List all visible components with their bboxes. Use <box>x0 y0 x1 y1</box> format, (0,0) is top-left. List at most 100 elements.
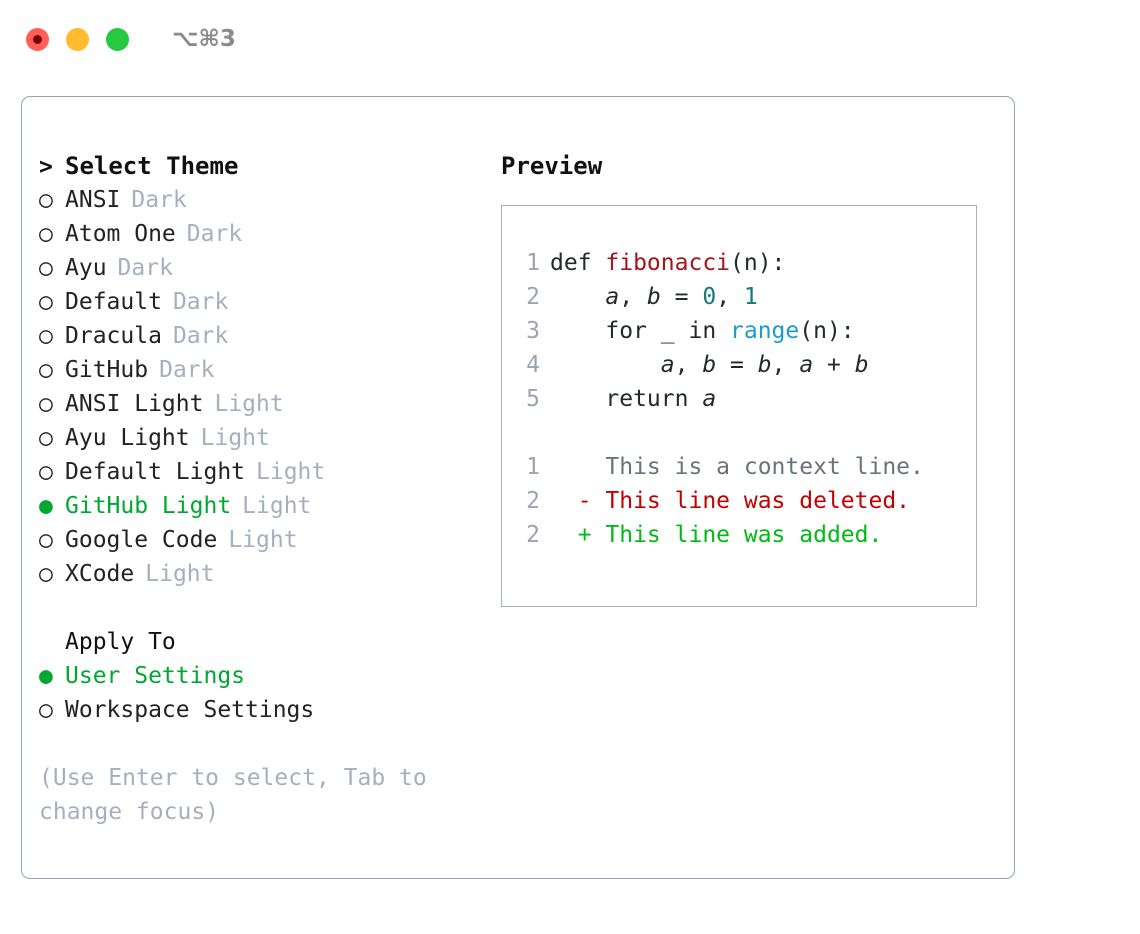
line-number: 1 <box>526 454 540 480</box>
line-number: 2 <box>526 284 540 310</box>
line-number: 5 <box>526 386 540 412</box>
theme-name-label: ANSI Light <box>65 391 204 417</box>
theme-name-label: Ayu <box>65 255 107 281</box>
code-token: b <box>646 284 661 310</box>
radio-unselected-icon[interactable]: ○ <box>39 561 53 587</box>
code-line-text: return a <box>550 382 716 416</box>
code-token: range <box>730 318 800 344</box>
radio-unselected-icon[interactable]: ○ <box>39 255 53 281</box>
code-token: b <box>757 352 772 378</box>
maximize-button[interactable] <box>106 27 129 51</box>
theme-list-item[interactable]: ○ Default Light Light <box>39 455 479 489</box>
close-button[interactable] <box>26 27 49 51</box>
code-token: a <box>799 352 814 378</box>
diff-line: 2 - This line was deleted. <box>514 484 970 518</box>
prompt-icon: > <box>39 154 53 180</box>
theme-kind-badge: Dark <box>186 221 243 247</box>
apply-to-list: ● User Settings ○Workspace Settings <box>39 659 479 727</box>
radio-selected-icon[interactable]: ● <box>39 663 53 689</box>
code-line-text: a, b = b, a + b <box>550 348 869 382</box>
code-token <box>550 352 661 378</box>
code-token: 0 <box>702 284 717 310</box>
code-token: fibonacci <box>605 250 731 276</box>
keyboard-shortcut-label: ⌥⌘3 <box>172 26 236 52</box>
minimize-button[interactable] <box>66 27 89 51</box>
code-token: return <box>550 386 703 412</box>
section-spacer <box>39 591 479 625</box>
theme-kind-badge: Dark <box>172 323 229 349</box>
line-number: 1 <box>526 250 540 276</box>
keyboard-hint: (Use Enter to select, Tab to change focu… <box>39 765 427 825</box>
code-line: 1 def fibonacci(n): <box>514 246 970 280</box>
line-number: 4 <box>526 352 540 378</box>
code-token: = <box>716 352 758 378</box>
theme-name-label: XCode <box>65 561 135 587</box>
apply-to-option[interactable]: ○Workspace Settings <box>39 693 479 727</box>
apply-to-header: Apply To <box>65 629 176 655</box>
theme-kind-badge: Light <box>256 459 326 485</box>
radio-unselected-icon[interactable]: ○ <box>39 697 53 723</box>
radio-selected-icon[interactable]: ● <box>39 493 53 519</box>
radio-unselected-icon[interactable]: ○ <box>39 323 53 349</box>
theme-kind-badge: Dark <box>117 255 173 281</box>
theme-list-item[interactable]: ○ Ayu Dark <box>39 251 479 285</box>
code-line: 5 return a <box>514 382 970 416</box>
code-token: a <box>605 284 620 310</box>
theme-list-item[interactable]: ○ Google Code Light <box>39 523 479 557</box>
select-theme-header: > Select Theme <box>39 149 479 183</box>
theme-kind-badge: Light <box>200 425 270 451</box>
apply-to-option[interactable]: ● User Settings <box>39 659 479 693</box>
radio-unselected-icon[interactable]: ○ <box>39 425 53 451</box>
preview-title: Preview <box>501 152 603 180</box>
radio-unselected-icon[interactable]: ○ <box>39 187 53 213</box>
theme-list-item[interactable]: ○ Ayu Light Light <box>39 421 479 455</box>
diff-line-text: This is a context line. <box>550 454 924 480</box>
apply-to-label: User Settings <box>65 663 246 689</box>
code-token: b <box>854 352 869 378</box>
radio-unselected-icon[interactable]: ○ <box>39 221 53 247</box>
diff-line-text: + This line was added. <box>550 522 883 548</box>
theme-kind-badge: Light <box>228 527 298 553</box>
code-token: a <box>660 352 675 378</box>
code-token: for _ in <box>550 318 731 344</box>
theme-kind-badge: Light <box>214 391 284 417</box>
code-line-text: a, b = 0, 1 <box>550 280 757 314</box>
radio-unselected-icon[interactable]: ○ <box>39 527 53 553</box>
diff-line: 2 + This line was added. <box>514 518 970 552</box>
page-title: Select Theme <box>65 152 239 180</box>
radio-unselected-icon[interactable]: ○ <box>39 391 53 417</box>
code-line-text: def fibonacci(n): <box>550 246 785 280</box>
line-number: 3 <box>526 318 540 344</box>
code-token: , <box>716 284 744 310</box>
radio-unselected-icon[interactable]: ○ <box>39 459 53 485</box>
code-token: (n): <box>799 318 855 344</box>
code-token: b <box>702 352 717 378</box>
theme-name-label: Ayu Light <box>65 425 190 451</box>
theme-kind-badge: Dark <box>172 289 229 315</box>
code-token: def <box>550 250 606 276</box>
theme-name-label: GitHub Light <box>65 493 232 519</box>
theme-list-item[interactable]: ○ ANSI Light Light <box>39 387 479 421</box>
code-token: , <box>771 352 800 378</box>
code-line-text: for _ in range(n): <box>550 314 855 348</box>
window-titlebar: ⌥⌘3 <box>0 0 1140 78</box>
theme-name-label: Google Code <box>65 527 218 553</box>
radio-unselected-icon[interactable]: ○ <box>39 357 53 383</box>
radio-unselected-icon[interactable]: ○ <box>39 289 53 315</box>
code-blank-line <box>514 416 970 450</box>
theme-name-label: Default Light <box>65 459 246 485</box>
theme-name-label: GitHub <box>65 357 149 383</box>
